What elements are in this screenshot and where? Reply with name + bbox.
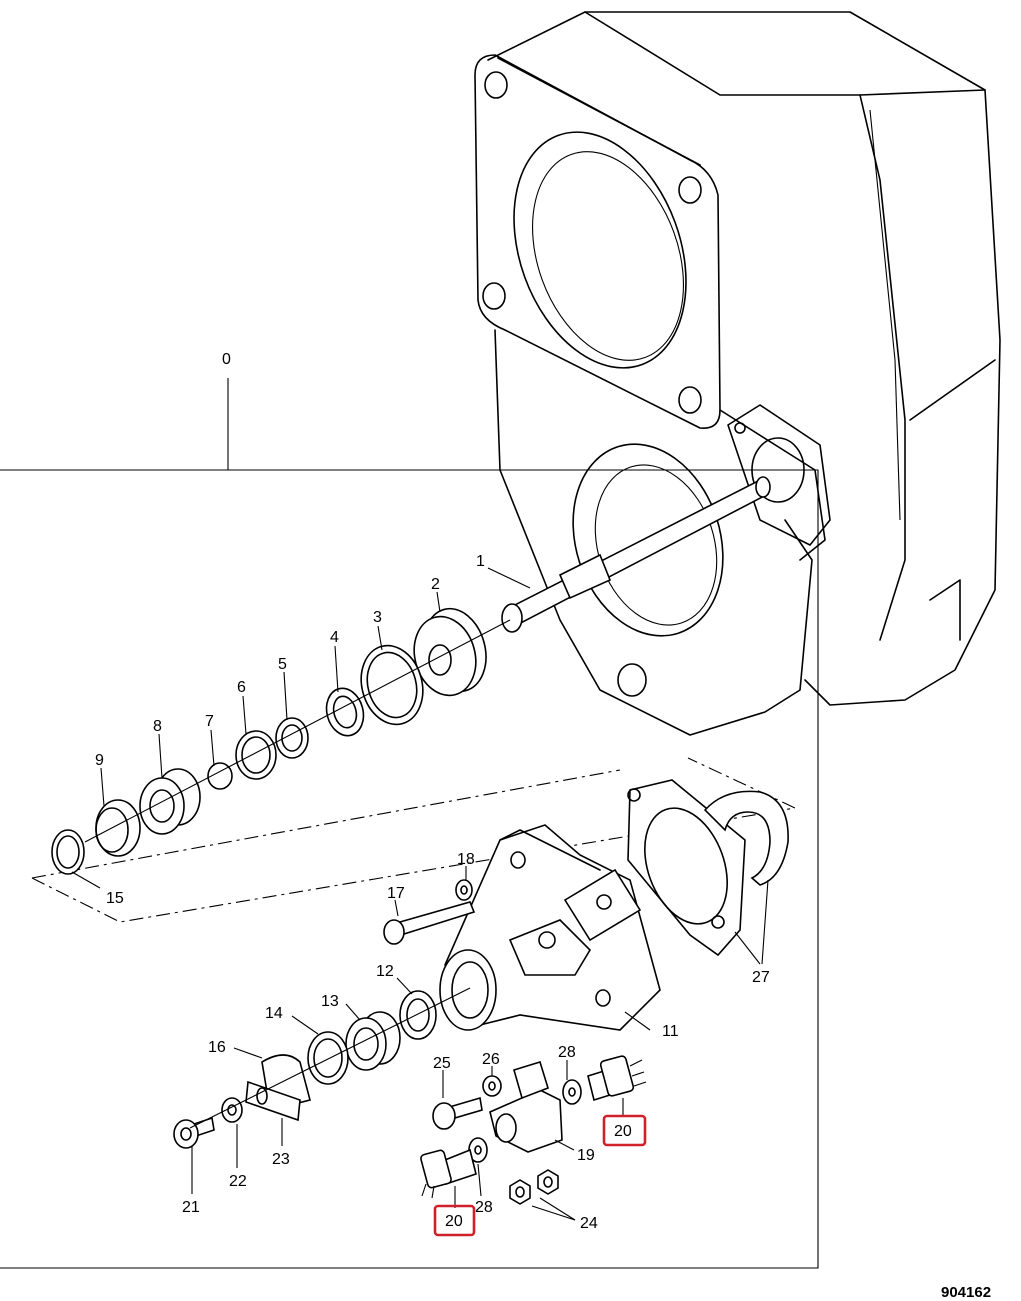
circlip-14 xyxy=(307,1031,349,1085)
callout-17: 17 xyxy=(387,885,405,902)
screw-21 xyxy=(173,1116,215,1149)
callout-19: 19 xyxy=(577,1147,595,1164)
callout-1: 1 xyxy=(476,553,485,570)
callout-9: 9 xyxy=(95,752,104,769)
callout-27: 27 xyxy=(752,969,770,986)
callout-13: 13 xyxy=(321,993,339,1010)
callout-23: 23 xyxy=(272,1151,290,1168)
switch-bracket-19 xyxy=(489,1061,563,1153)
callout-3: 3 xyxy=(373,609,382,626)
callout-16: 16 xyxy=(208,1039,226,1056)
callout-26: 26 xyxy=(482,1051,500,1068)
callout-5: 5 xyxy=(278,656,287,673)
bushing-8 xyxy=(139,768,201,835)
selector-housing-11 xyxy=(439,824,661,1031)
callout-14: 14 xyxy=(265,1005,283,1022)
callout-18: 18 xyxy=(457,851,475,868)
callout-21: 21 xyxy=(182,1199,200,1216)
callout-24: 24 xyxy=(580,1215,598,1232)
callout-11: 11 xyxy=(662,1023,679,1040)
callout-6: 6 xyxy=(237,679,246,696)
assembly-label: 0 xyxy=(222,351,231,368)
gearbox-housing xyxy=(474,11,1001,736)
callout-4: 4 xyxy=(330,629,339,646)
leader-lines xyxy=(71,567,769,1221)
callout-22: 22 xyxy=(229,1173,247,1190)
callout-12: 12 xyxy=(376,963,394,980)
seal-12 xyxy=(399,990,437,1040)
bolt-17 xyxy=(383,901,476,945)
callout-labels: 0 1 2 3 4 5 6 7 8 9 11 12 13 14 15 16 17… xyxy=(95,351,770,1237)
bearing-4 xyxy=(325,687,365,737)
callout-2: 2 xyxy=(431,576,440,593)
assembly-frame xyxy=(0,378,819,1269)
callout-8: 8 xyxy=(153,718,162,735)
callout-28-upper: 28 xyxy=(558,1044,576,1061)
gasket-27 xyxy=(627,779,789,957)
dashed-assembly-outline xyxy=(31,757,797,923)
ring-6 xyxy=(235,730,277,780)
bushing-13 xyxy=(345,1011,401,1071)
switch-20-lower xyxy=(420,1148,477,1199)
callout-7: 7 xyxy=(205,713,214,730)
washer-28-upper xyxy=(562,1079,582,1105)
shaft xyxy=(501,476,771,633)
seal-2 xyxy=(413,607,487,697)
shaft-axis-line xyxy=(84,619,511,843)
circlip-15 xyxy=(51,829,85,875)
figure-number: 904162 xyxy=(941,1284,991,1301)
callout-20-upper: 20 xyxy=(614,1123,632,1140)
callout-25: 25 xyxy=(433,1055,451,1072)
lower-axis-line xyxy=(189,987,471,1129)
washer-26 xyxy=(482,1075,502,1097)
highlight-box-20-upper xyxy=(602,1114,647,1147)
washer-9 xyxy=(95,799,141,857)
plate-23 xyxy=(245,1080,301,1122)
nut-24-a xyxy=(509,1179,531,1205)
callout-28-lower: 28 xyxy=(475,1199,493,1216)
nut-24-b xyxy=(537,1169,559,1195)
switch-20-upper xyxy=(587,1055,647,1102)
circlip-5 xyxy=(275,717,309,759)
callout-20-lower: 20 xyxy=(445,1213,463,1230)
bolt-25 xyxy=(432,1096,483,1130)
snap-ring-7 xyxy=(207,762,233,790)
callout-15: 15 xyxy=(106,890,124,907)
highlight-box-20-lower xyxy=(433,1204,476,1237)
washer-18 xyxy=(455,879,473,901)
